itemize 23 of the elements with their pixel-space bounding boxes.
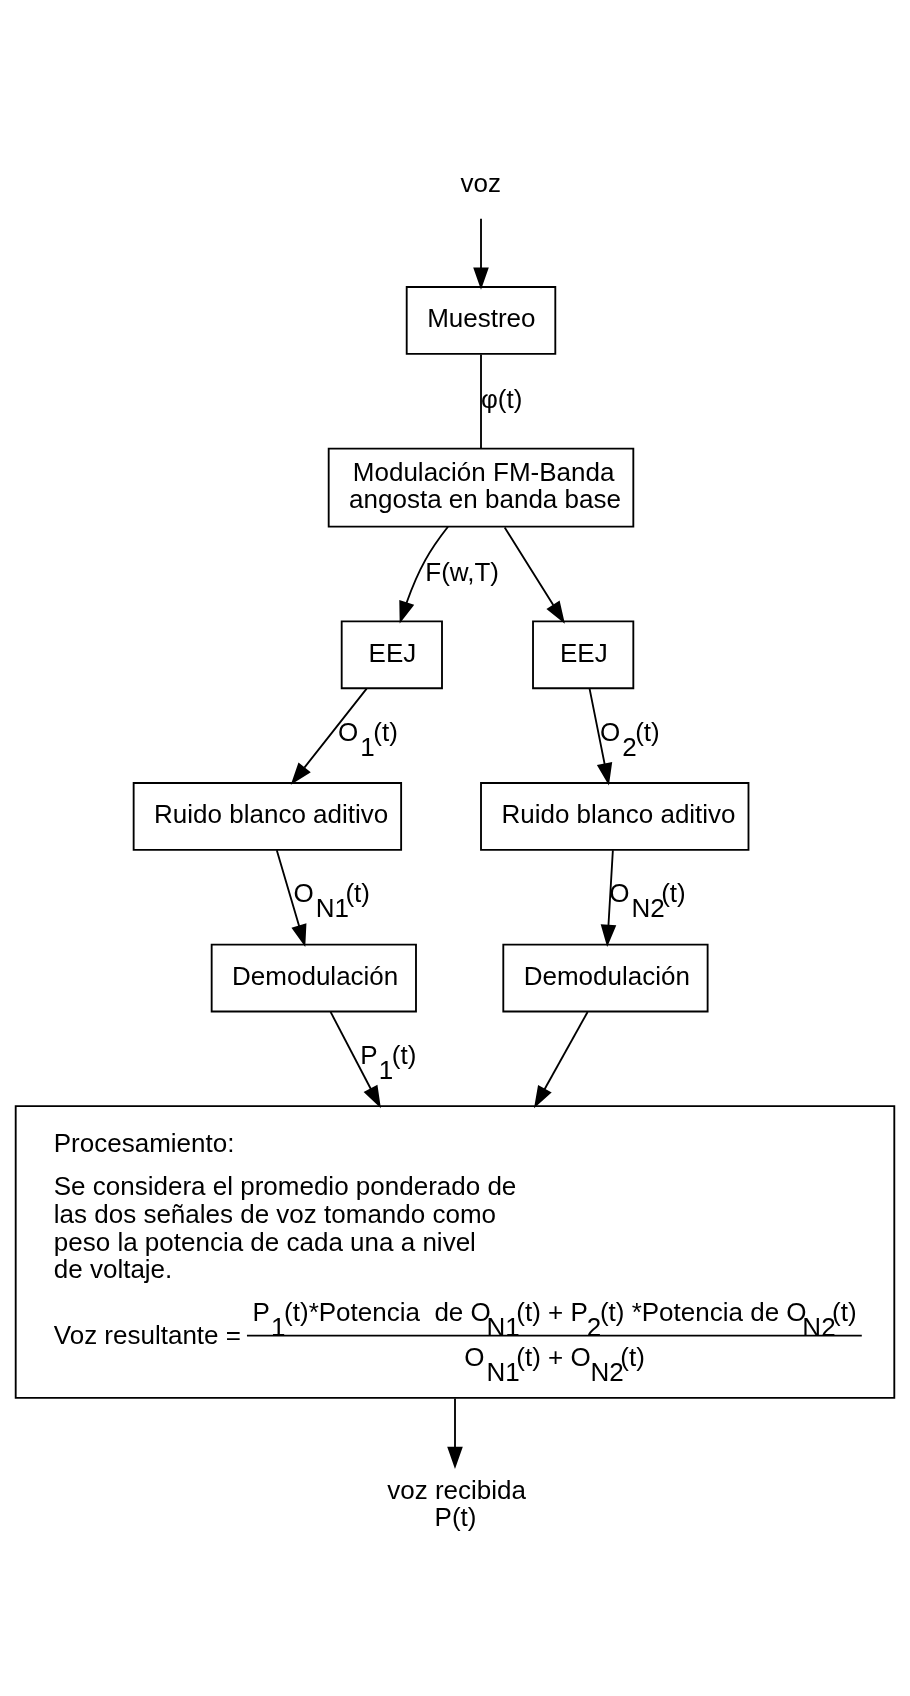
node-text: voz: [460, 167, 502, 198]
arrow: [588, 687, 613, 786]
connector: [480, 353, 482, 450]
arrow: [290, 687, 368, 785]
node-box: Demodulación: [502, 943, 709, 1013]
node-text: voz recibida P(t): [387, 1474, 526, 1533]
arrow: [329, 1011, 381, 1109]
arrow: [447, 1397, 463, 1469]
arrow: [503, 526, 565, 624]
node-box: Demodulación: [210, 943, 417, 1013]
node-box: Ruido blanco aditivo: [480, 782, 750, 851]
edge-label: F(w,T): [425, 556, 499, 587]
node-box: EEJ: [532, 620, 635, 690]
node-box: Ruido blanco aditivo: [132, 782, 403, 851]
arrow: [534, 1011, 589, 1109]
node-box: Muestreo: [405, 286, 557, 355]
node-box: EEJ: [340, 620, 443, 690]
arrow: [600, 849, 617, 948]
arrow: [399, 525, 449, 624]
edge-label: φ(t): [481, 384, 523, 415]
arrow: [275, 849, 307, 947]
node-box: Modulación FM-Banda angosta en banda base: [327, 447, 635, 528]
arrow: [473, 217, 489, 290]
